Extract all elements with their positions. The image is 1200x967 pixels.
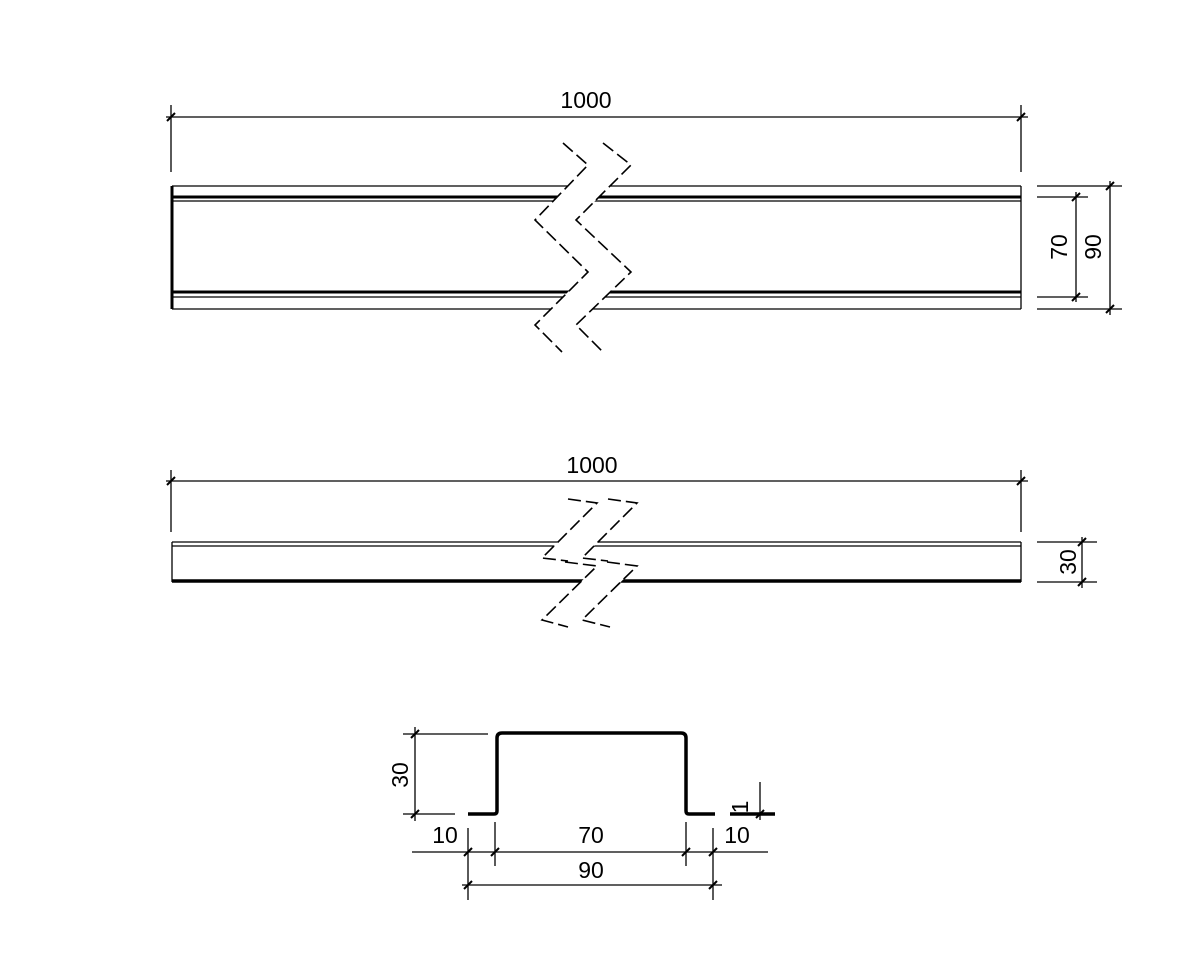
- section-height-dimension: 30: [387, 727, 488, 821]
- width-dimensions: 70 90: [1037, 181, 1122, 315]
- total-width-label: 90: [578, 857, 604, 883]
- side-length-label: 1000: [566, 452, 617, 478]
- side-view: 1000 30: [166, 452, 1097, 628]
- thickness-label: 1: [727, 801, 753, 814]
- right-flange-label: 10: [724, 822, 750, 848]
- web-width-label: 70: [578, 822, 604, 848]
- length-dimension: 1000: [166, 87, 1028, 172]
- left-flange-label: 10: [432, 822, 458, 848]
- side-break-symbol: [540, 498, 639, 628]
- profile-shape: [468, 731, 715, 816]
- side-height-label: 30: [1055, 549, 1081, 575]
- height-dimension: 30: [1037, 537, 1097, 588]
- section-height-label: 30: [387, 762, 413, 788]
- side-length-dimension: 1000: [166, 452, 1028, 532]
- break-symbol: [533, 142, 633, 353]
- top-length-label: 1000: [560, 87, 611, 113]
- outer-width-label: 90: [1080, 234, 1106, 260]
- width-dimensions: 10 70 10 90: [412, 822, 768, 900]
- cross-section: 30 1 10 70 10 90: [387, 727, 775, 900]
- thickness-dimension: 1: [727, 782, 765, 820]
- inner-width-label: 70: [1046, 234, 1072, 260]
- top-view: 1000 70 90: [166, 87, 1122, 353]
